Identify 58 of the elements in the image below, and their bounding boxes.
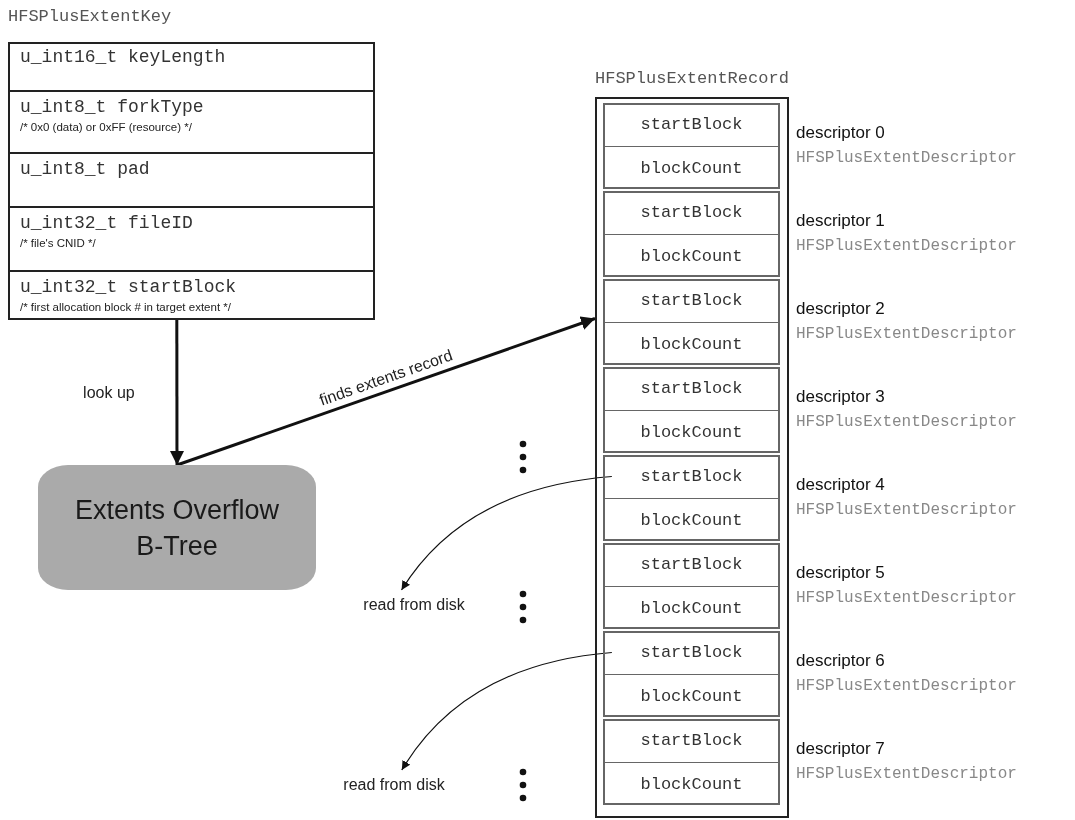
descriptor-box <box>603 631 780 717</box>
descriptor-label: descriptor 6 <box>796 651 885 671</box>
field-name: startBlock <box>640 467 743 486</box>
field-name: startBlock <box>640 379 743 398</box>
field-declaration: u_int32_t startBlock <box>20 276 238 299</box>
database-shape <box>38 465 316 590</box>
descriptor-label: descriptor 0 <box>796 123 885 143</box>
field-name: blockCount <box>640 774 743 794</box>
type-name: HFSPlusExtentDescriptor <box>796 765 1017 783</box>
arrow <box>176 316 596 467</box>
field-name: blockCount <box>640 686 743 706</box>
descriptor-box <box>603 719 780 805</box>
field-name: blockCount <box>640 510 743 530</box>
field-name: startBlock <box>640 291 743 310</box>
descriptor-label: descriptor 4 <box>796 475 885 495</box>
field-declaration: u_int32_t fileID <box>20 212 194 235</box>
field-name: startBlock <box>640 203 743 222</box>
type-name: HFSPlusExtentDescriptor <box>796 501 1017 519</box>
descriptor-label: descriptor 3 <box>796 387 885 407</box>
field-name: startBlock <box>640 643 743 662</box>
type-name: HFSPlusExtentDescriptor <box>796 589 1017 607</box>
field-comment: /* file's CNID */ <box>20 236 97 250</box>
field-declaration: u_int8_t pad <box>20 158 151 181</box>
type-name: HFSPlusExtentDescriptor <box>796 677 1017 695</box>
field-name: startBlock <box>640 731 743 750</box>
field-declaration: u_int16_t keyLength <box>20 46 227 69</box>
field-name: startBlock <box>640 555 743 574</box>
descriptor-box <box>603 367 780 453</box>
field-name: blockCount <box>640 158 743 178</box>
action-label: read from disk <box>363 596 465 614</box>
arrow <box>400 475 613 591</box>
field-name: blockCount <box>640 246 743 266</box>
descriptor-box <box>603 279 780 365</box>
descriptor-box <box>603 455 780 541</box>
type-name: HFSPlusExtentDescriptor <box>796 237 1017 255</box>
type-name: HFSPlusExtentDescriptor <box>796 413 1017 431</box>
type-name: HFSPlusExtentDescriptor <box>796 325 1017 343</box>
field-comment: /* first allocation block # in target extent */ <box>20 300 232 314</box>
type-name: HFSPlusExtentDescriptor <box>796 149 1017 167</box>
descriptor-box <box>603 103 780 189</box>
field-name: startBlock <box>640 115 743 134</box>
descriptor-label: descriptor 2 <box>796 299 885 319</box>
descriptor-box <box>603 191 780 277</box>
field-declaration: u_int8_t forkType <box>20 96 205 119</box>
struct-name: HFSPlusExtentRecord <box>595 68 789 90</box>
action-label: read from disk <box>343 776 445 794</box>
descriptor-label: descriptor 7 <box>796 739 885 759</box>
struct-name: HFSPlusExtentKey <box>8 6 172 28</box>
descriptor-box <box>603 543 780 629</box>
descriptor-label: descriptor 5 <box>796 563 885 583</box>
arrow <box>170 320 184 465</box>
descriptor-label: descriptor 1 <box>796 211 885 231</box>
arrow <box>401 651 613 771</box>
field-name: blockCount <box>640 598 743 618</box>
field-name: blockCount <box>640 334 743 354</box>
field-name: blockCount <box>640 422 743 442</box>
database-label: Extents Overflow B-Tree <box>73 493 281 563</box>
field-comment: /* 0x0 (data) or 0xFF (resource) */ <box>20 120 193 134</box>
